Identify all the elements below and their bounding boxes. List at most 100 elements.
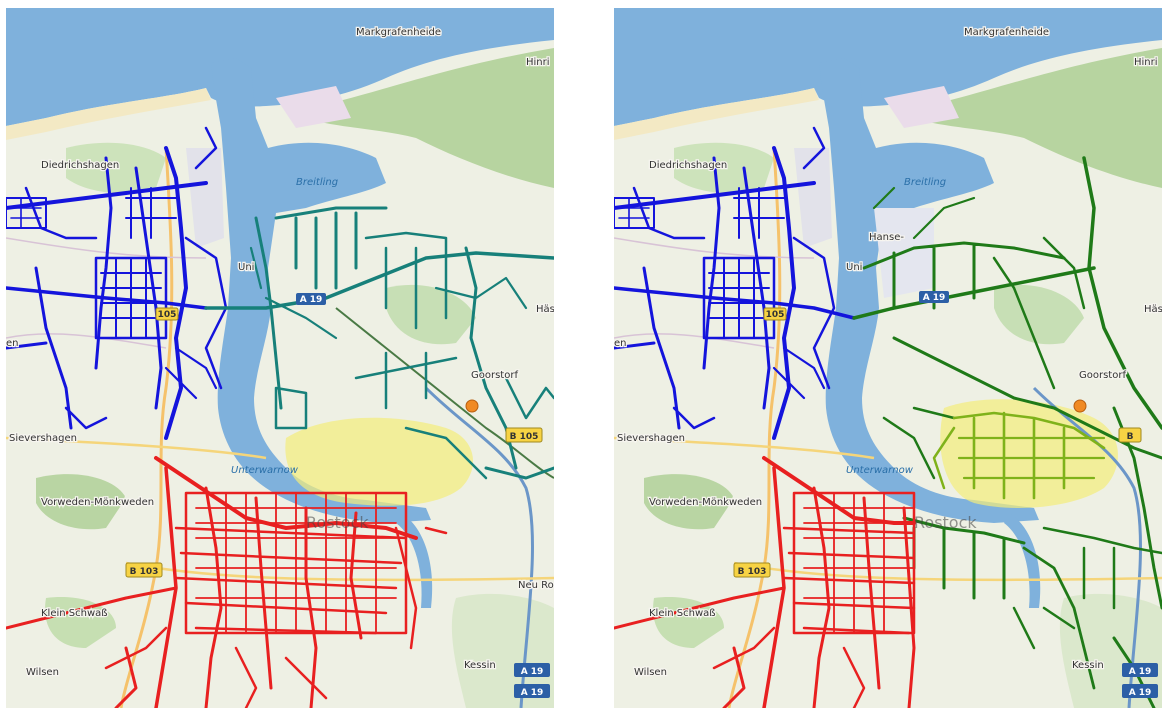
label-neu-roggentin: Neu Ro	[518, 580, 554, 591]
label-diedrichshagen: Diedrichshagen	[649, 160, 727, 171]
label-klein-schwass: Klein Schwaß	[649, 608, 716, 619]
map-panel-left[interactable]: B 103 B 105 A 19 A 19 105 A 19 Markgrafe…	[6, 8, 554, 708]
baltic-sea	[6, 8, 554, 126]
shield-a19-2: A 19	[1122, 684, 1158, 698]
shield-a19-top: A 19	[919, 291, 949, 303]
label-breitling: Breitling	[904, 177, 946, 188]
label-sievershagen: Sievershagen	[9, 433, 77, 444]
label-vorweden: Vorweden-Mönkweden	[41, 497, 154, 508]
label-haesel: Häsc	[1144, 304, 1162, 315]
road-west	[727, 147, 782, 708]
label-goorstorf: Goorstorf	[471, 370, 518, 381]
baltic-sea	[614, 8, 1162, 126]
highlight-zone	[285, 417, 473, 506]
network-lime-right	[932, 411, 1106, 500]
label-hinrichshagen: Hinri	[1134, 57, 1158, 68]
label-hanse: Hanse-	[869, 232, 904, 243]
shield-b105-small: 105	[763, 307, 787, 321]
label-wilsen: Wilsen	[26, 667, 59, 678]
shield-b105-label: B 105	[510, 432, 539, 442]
label-markgrafenheide: Markgrafenheide	[964, 27, 1049, 38]
label-city: Rostock	[306, 513, 369, 532]
shield-b105-small-label: 105	[766, 310, 785, 320]
boundary-2	[614, 333, 775, 349]
boundary-1	[6, 237, 207, 259]
forest-northwest	[674, 142, 774, 194]
beach	[6, 88, 211, 140]
industrial-north	[276, 86, 351, 128]
label-breitling: Breitling	[296, 177, 338, 188]
map-canvas-right[interactable]: B 103 B A 19 A 19 105 A 19 Markgrafenhei…	[614, 8, 1162, 708]
map-panel-right[interactable]: B 103 B A 19 A 19 105 A 19 Markgrafenhei…	[614, 8, 1162, 708]
shield-a19-1: A 19	[514, 663, 550, 677]
forest-east	[994, 284, 1084, 345]
label-uni: Uni	[238, 262, 254, 273]
warnow-river	[819, 58, 1039, 523]
label-markgrafenheide: Markgrafenheide	[356, 27, 441, 38]
shield-b: B	[1118, 427, 1142, 443]
shield-b103-label: B 103	[130, 567, 159, 577]
network-red-right	[614, 456, 916, 708]
label-sievershagen: Sievershagen	[617, 433, 685, 444]
shield-b103: B 103	[125, 562, 163, 578]
highlight-zone	[940, 399, 1118, 508]
warnow-upper	[1004, 513, 1041, 608]
label-unterwarnow: Unterwarnow	[846, 465, 914, 476]
label-uni: Uni	[846, 262, 862, 273]
warnow-upper	[396, 513, 433, 608]
shield-b105-small: 105	[155, 307, 179, 321]
network-blue-left	[6, 126, 228, 440]
forest-northeast	[306, 48, 554, 188]
beach	[614, 88, 819, 140]
forest-northwest	[66, 142, 166, 194]
shield-a19-top-label: A 19	[923, 293, 946, 303]
label-klein-schwass: Klein Schwaß	[41, 608, 108, 619]
label-diedrichshagen: Diedrichshagen	[41, 160, 119, 171]
shield-a19-2-label: A 19	[521, 688, 544, 698]
forest-west	[36, 474, 126, 530]
motorway-a19	[1032, 386, 1142, 708]
label-goorstorf: Goorstorf	[1079, 370, 1126, 381]
boundary-2	[6, 333, 167, 349]
warnow-river	[211, 58, 431, 523]
location-marker[interactable]	[465, 399, 479, 413]
shield-b-label: B	[1127, 432, 1134, 442]
map-canvas-left[interactable]: B 103 B 105 A 19 A 19 105 A 19 Markgrafe…	[6, 8, 554, 708]
shield-b105: B 105	[505, 427, 543, 443]
location-marker[interactable]	[1073, 399, 1087, 413]
label-en: en	[6, 338, 19, 349]
shield-a19-1-label: A 19	[1129, 667, 1152, 677]
shield-b103-label: B 103	[738, 567, 767, 577]
road-sievershagen	[6, 436, 267, 460]
shield-a19-2-label: A 19	[1129, 688, 1152, 698]
motorway-a19	[424, 386, 534, 708]
forest-southwest	[653, 597, 724, 648]
forest-northeast	[914, 48, 1162, 188]
label-city: Rostock	[914, 513, 977, 532]
industrial-north	[884, 86, 959, 128]
network-red-left	[6, 456, 448, 708]
forest-east	[386, 284, 476, 345]
road-west	[119, 147, 174, 708]
forest-west	[644, 474, 734, 530]
network-blue-right	[614, 126, 856, 440]
shield-a19-top: A 19	[296, 293, 326, 305]
forest-southwest	[45, 597, 116, 648]
shield-b105-small-label: 105	[158, 310, 177, 320]
industrial-west	[794, 148, 832, 248]
rail-east	[335, 307, 554, 479]
label-en: en	[614, 338, 627, 349]
label-haesel: Häsc	[536, 304, 554, 315]
label-wilsen: Wilsen	[634, 667, 667, 678]
road-sievershagen	[614, 436, 875, 460]
industrial-west	[186, 148, 224, 248]
shield-a19-top-label: A 19	[300, 295, 323, 305]
label-unterwarnow: Unterwarnow	[231, 465, 299, 476]
shield-a19-2: A 19	[514, 684, 550, 698]
shield-b103: B 103	[733, 562, 771, 578]
boundary-1	[614, 237, 815, 259]
label-vorweden: Vorweden-Mönkweden	[649, 497, 762, 508]
label-kessin: Kessin	[1072, 660, 1104, 671]
label-hinrichshagen: Hinri	[526, 57, 550, 68]
shield-a19-1: A 19	[1122, 663, 1158, 677]
